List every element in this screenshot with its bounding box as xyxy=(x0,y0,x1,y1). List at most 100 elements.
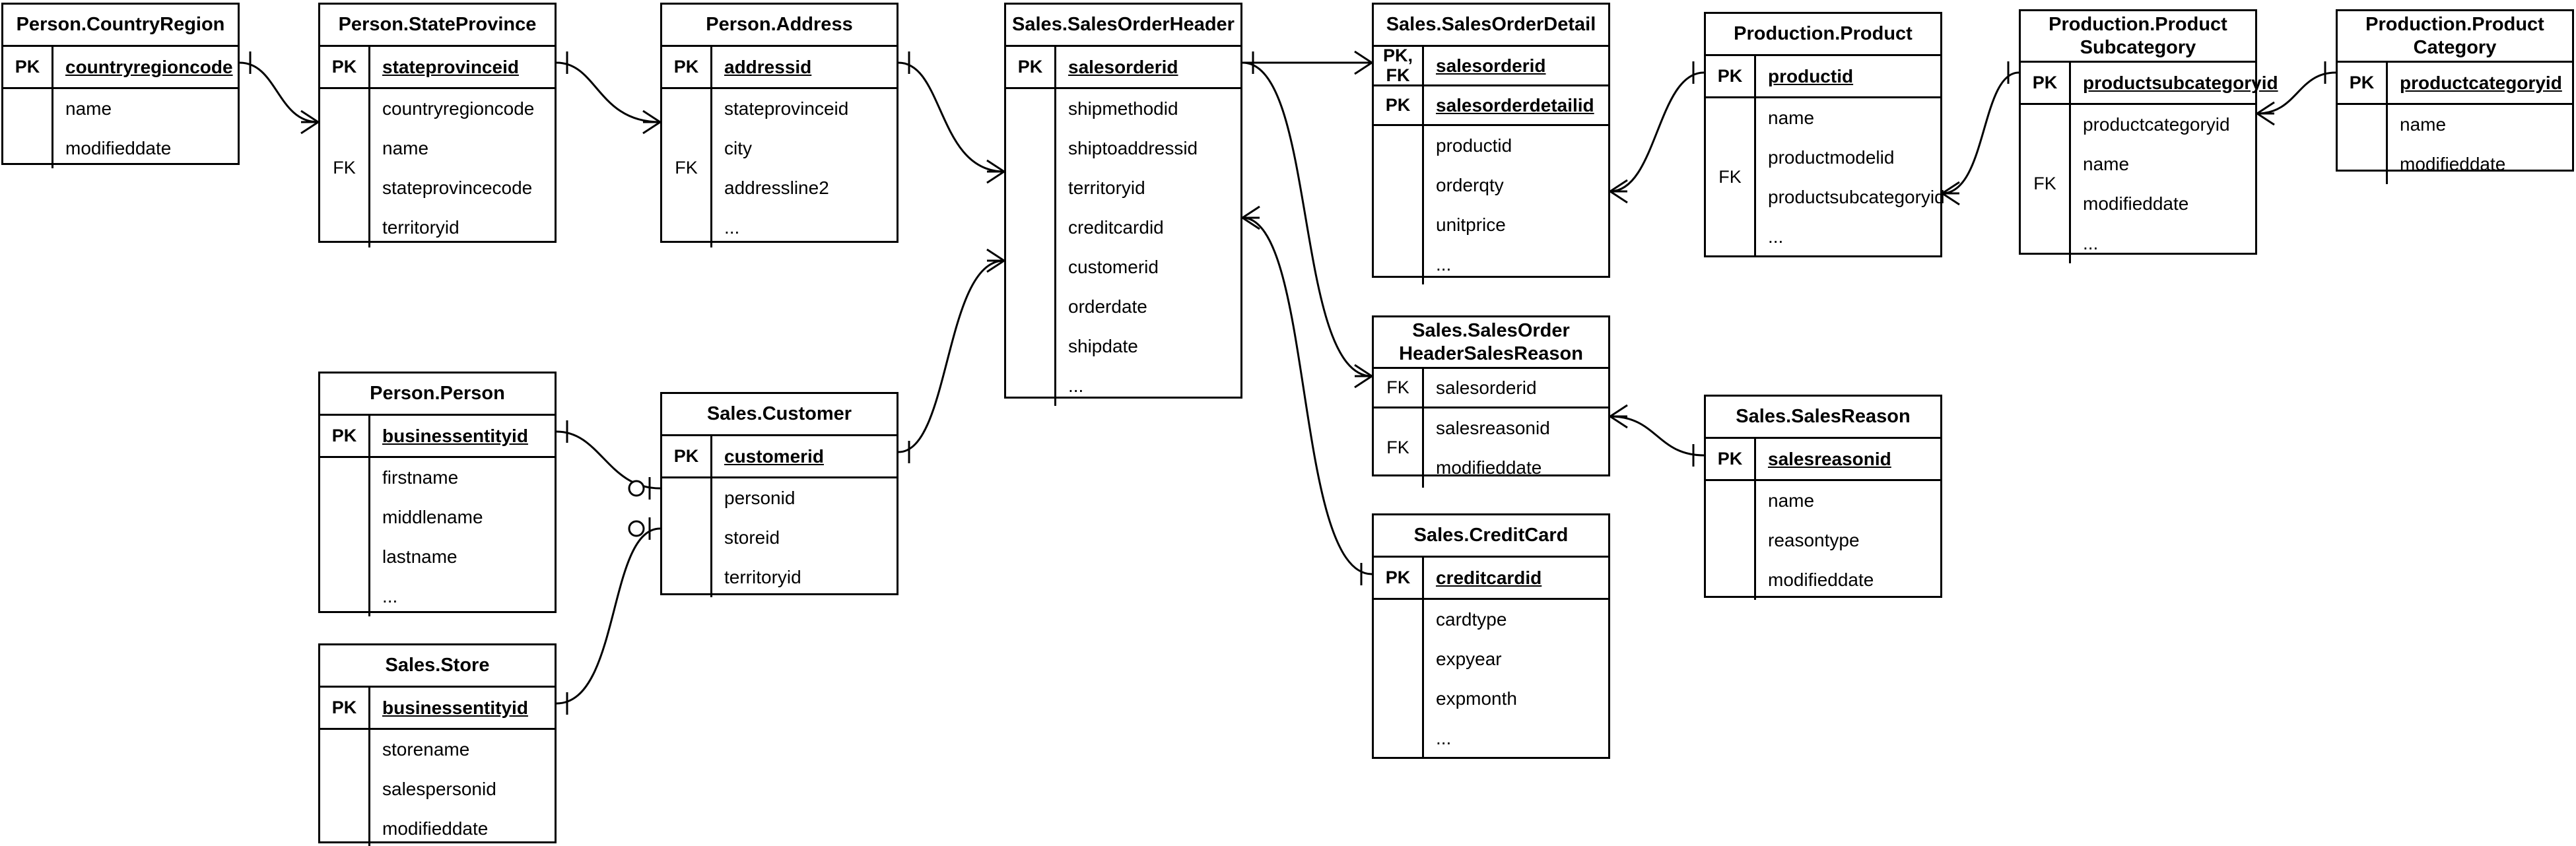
attribute[interactable]: storeid xyxy=(724,527,780,548)
attribute[interactable]: name xyxy=(2083,154,2130,174)
entity-title: Production.Product Category xyxy=(2338,11,2572,63)
relationship-rel-countryregion-stateprovince[interactable] xyxy=(239,51,319,135)
attribute[interactable]: storename xyxy=(382,739,470,760)
attribute[interactable]: name xyxy=(1768,108,1815,128)
attribute[interactable]: territoryid xyxy=(724,567,801,587)
attribute[interactable]: salespersonid xyxy=(382,779,496,799)
attribute[interactable]: territoryid xyxy=(382,217,459,238)
relationship-rel-customer-salesorderheader[interactable] xyxy=(898,248,1005,463)
attribute[interactable]: firstname xyxy=(382,467,459,488)
attribute[interactable]: modifieddate xyxy=(382,818,489,839)
attribute[interactable]: shiptoaddressid xyxy=(1068,138,1198,158)
attribute[interactable]: ... xyxy=(724,217,740,238)
primary-key-attribute[interactable]: salesorderid xyxy=(1068,56,1178,77)
primary-key-attribute[interactable]: addressid xyxy=(724,56,812,77)
primary-key-attribute[interactable]: countryregioncode xyxy=(65,56,233,77)
primary-key-attribute[interactable]: salesorderid xyxy=(1436,55,1546,76)
attribute-list: productid xyxy=(1756,56,1940,96)
attribute[interactable]: name xyxy=(1768,490,1815,511)
attribute-list: shipmethodid shiptoaddressid territoryid cr… xyxy=(1056,89,1240,406)
attribute[interactable]: expmonth xyxy=(1436,688,1517,709)
primary-key-attribute[interactable]: productsubcategoryid xyxy=(2083,72,2278,93)
relationship-rel-salesorderheader-salesorderheadersalesreason[interactable] xyxy=(1242,51,1373,389)
attribute[interactable]: productid xyxy=(1436,135,1512,156)
relationship-rel-store-customer[interactable] xyxy=(556,517,661,715)
attribute[interactable]: ... xyxy=(1436,254,1452,275)
primary-key-attribute[interactable]: productid xyxy=(1768,65,1854,86)
attribute[interactable]: productmodelid xyxy=(1768,147,1895,168)
attribute[interactable]: lastname xyxy=(382,546,458,567)
attribute[interactable]: stateprovincecode xyxy=(382,178,533,198)
attribute[interactable]: name xyxy=(382,138,429,158)
attribute[interactable]: ... xyxy=(1068,375,1084,396)
relationship-rel-person-customer[interactable] xyxy=(556,420,661,500)
primary-key-attribute[interactable]: customerid xyxy=(724,445,824,467)
attribute[interactable]: name xyxy=(2400,114,2447,135)
attribute[interactable]: modifieddate xyxy=(1768,569,1874,590)
primary-key-attribute[interactable]: businessentityid xyxy=(382,697,528,718)
attribute[interactable]: orderqty xyxy=(1436,175,1504,195)
attribute[interactable]: territoryid xyxy=(1068,178,1145,198)
attribute[interactable]: ... xyxy=(1436,728,1452,748)
attribute[interactable]: expyear xyxy=(1436,649,1502,669)
attribute[interactable]: city xyxy=(724,138,752,158)
primary-key-attribute[interactable]: productcategoryid xyxy=(2400,72,2562,93)
relationship-rel-creditcard-salesorderheader[interactable] xyxy=(1242,205,1373,585)
key-tag: PK xyxy=(2338,63,2388,103)
relationship-rel-salesorderheader-salesorderdetail[interactable] xyxy=(1242,50,1373,75)
attribute[interactable]: productsubcategoryid xyxy=(1768,187,1945,207)
attribute[interactable]: middlename xyxy=(382,507,483,527)
attribute[interactable]: productcategoryid xyxy=(2083,114,2230,135)
primary-key-attribute[interactable]: salesorderdetailid xyxy=(1436,94,1594,115)
attribute[interactable]: creditcardid xyxy=(1068,217,1164,238)
relationship-rel-product-productsubcategory[interactable] xyxy=(1942,61,2019,206)
attribute[interactable]: customerid xyxy=(1068,257,1159,277)
relationship-rel-salesorderdetail-product[interactable] xyxy=(1610,61,1705,204)
key-tag: FK xyxy=(662,89,712,247)
attribute-list: firstname middlename lastname... xyxy=(370,458,555,616)
attribute[interactable]: name xyxy=(65,98,112,119)
relationship-rel-address-salesorderheader[interactable] xyxy=(898,51,1005,184)
attribute[interactable]: modifieddate xyxy=(65,138,172,158)
attribute[interactable]: modifieddate xyxy=(2083,193,2189,214)
attribute[interactable]: ... xyxy=(382,586,398,606)
primary-key-attribute[interactable]: businessentityid xyxy=(382,425,528,446)
primary-key-attribute[interactable]: stateprovinceid xyxy=(382,56,519,77)
relationship-rel-stateprovince-address[interactable] xyxy=(556,51,661,135)
attribute[interactable]: modifieddate xyxy=(1436,457,1542,478)
primary-key-attribute[interactable]: salesreasonid xyxy=(1768,448,1891,469)
key-tag: FK xyxy=(1706,98,1756,257)
attribute[interactable]: unitprice xyxy=(1436,214,1506,235)
primary-key-attribute[interactable]: creditcardid xyxy=(1436,567,1542,588)
attribute[interactable]: salesreasonid xyxy=(1436,418,1550,438)
attribute[interactable]: ... xyxy=(1768,226,1784,247)
attribute[interactable]: stateprovinceid xyxy=(724,98,849,119)
attribute[interactable]: personid xyxy=(724,488,796,508)
attribute[interactable]: countryregioncode xyxy=(382,98,535,119)
attribute[interactable]: cardtype xyxy=(1436,609,1507,630)
attribute[interactable]: salesorderid xyxy=(1436,377,1537,398)
attribute[interactable]: reasontype xyxy=(1768,530,1860,550)
attribute[interactable]: shipmethodid xyxy=(1068,98,1178,119)
attribute[interactable]: ... xyxy=(2083,233,2099,253)
attribute[interactable]: addressline2 xyxy=(724,178,829,198)
relationship-rel-salesorderheadersalesreason-salesreason[interactable] xyxy=(1610,404,1705,467)
attribute[interactable]: shipdate xyxy=(1068,336,1138,356)
attribute[interactable]: modifieddate xyxy=(2400,154,2506,174)
attribute[interactable]: orderdate xyxy=(1068,296,1147,317)
